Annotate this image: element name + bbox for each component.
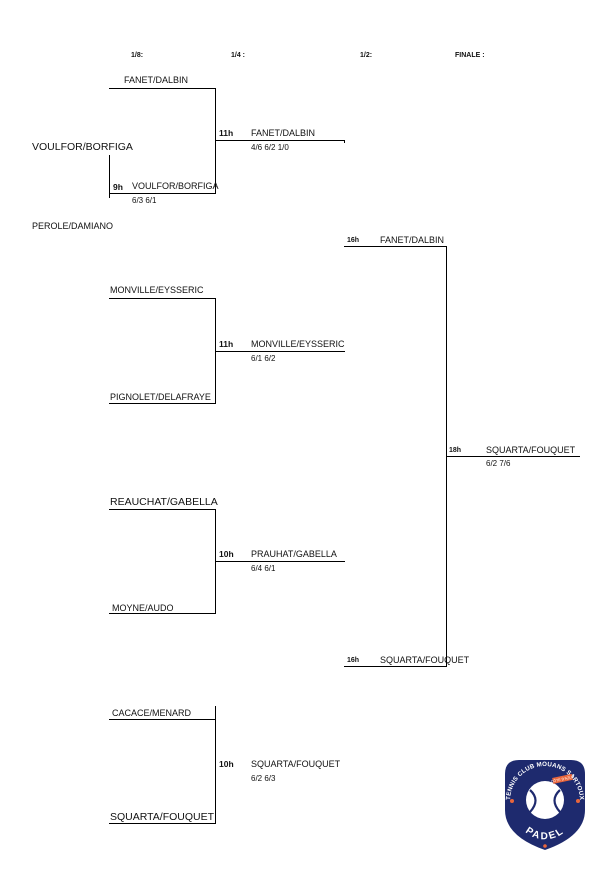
- sf-winner-2: SQUARTA/FOUQUET: [380, 655, 470, 665]
- player-r16-4: MONVILLE/EYSSERIC: [110, 285, 204, 295]
- player-r16-9: SQUARTA/FOUQUET: [110, 811, 215, 823]
- bracket-line: [215, 351, 345, 352]
- round-header-sf: 1/2:: [360, 52, 373, 59]
- qf-score-1: 4/6 6/2 1/0: [251, 143, 289, 152]
- match-time-final: 18h: [449, 447, 462, 454]
- prelim-winner: VOULFOR/BORFIGA: [132, 181, 219, 191]
- round-header-r16: 1/8:: [131, 52, 144, 59]
- ball-icon: [526, 781, 564, 819]
- player-r16-1: FANET/DALBIN: [124, 75, 189, 85]
- qf-winner-1: FANET/DALBIN: [251, 128, 316, 138]
- player-r16-6: REAUCHAT/GABELLA: [110, 496, 218, 508]
- bracket-line: [446, 456, 580, 457]
- bracket-line: [215, 140, 345, 141]
- bracket-line: [215, 88, 216, 194]
- bracket-line: [109, 719, 216, 720]
- bracket-line: [109, 193, 216, 194]
- bracket-line: [109, 155, 110, 198]
- bracket-line: [109, 613, 216, 614]
- svg-text:PADEL: PADEL: [523, 825, 566, 842]
- player-r16-2: VOULFOR/BORFIGA: [32, 141, 133, 153]
- bracket-line: [109, 509, 216, 510]
- qf-winner-2: MONVILLE/EYSSERIC: [251, 339, 345, 349]
- logo-tagline: CÔTE D'AZUR: [550, 774, 575, 784]
- bracket-line: [344, 140, 345, 143]
- match-time-prelim: 9h: [113, 182, 123, 192]
- round-header-qf: 1/4 :: [231, 52, 246, 59]
- qf-score-3: 6/4 6/1: [251, 564, 276, 573]
- player-r16-8: CACACE/MENARD: [112, 708, 192, 718]
- match-time-sf-1: 16h: [347, 237, 360, 244]
- prelim-score: 6/3 6/1: [132, 196, 157, 205]
- match-time-qf-3: 10h: [219, 549, 234, 559]
- bracket-line: [344, 246, 447, 247]
- bracket-line: [344, 666, 447, 667]
- final-score: 6/2 7/6: [486, 459, 511, 468]
- bracket-line: [109, 298, 216, 299]
- match-time-qf-1: 11h: [219, 128, 234, 138]
- player-r16-5: PIGNOLET/DELAFRAYE: [110, 392, 211, 402]
- bracket-line: [215, 561, 345, 562]
- qf-score-4: 6/2 6/3: [251, 774, 276, 783]
- bracket-line: [109, 88, 216, 89]
- player-r16-7: MOYNE/AUDO: [112, 603, 174, 613]
- club-logo: TENNIS CLUB MOUANS SARTOUX CÔTE D'AZUR P…: [505, 760, 585, 850]
- final-winner: SQUARTA/FOUQUET: [486, 445, 576, 455]
- bracket-line: [215, 706, 216, 824]
- qf-winner-4: SQUARTA/FOUQUET: [251, 759, 341, 769]
- bracket-line: [109, 823, 216, 824]
- match-time-qf-4: 10h: [219, 759, 234, 769]
- qf-score-2: 6/1 6/2: [251, 354, 276, 363]
- match-time-sf-2: 16h: [347, 657, 360, 664]
- qf-winner-3: PRAUHAT/GABELLA: [251, 549, 337, 559]
- sf-winner-1: FANET/DALBIN: [380, 235, 445, 245]
- player-r16-3: PEROLE/DAMIANO: [32, 221, 114, 231]
- match-time-qf-2: 11h: [219, 339, 234, 349]
- bracket-line: [109, 403, 216, 404]
- logo-sport: PADEL: [523, 825, 566, 842]
- round-header-final: FINALE :: [455, 52, 485, 59]
